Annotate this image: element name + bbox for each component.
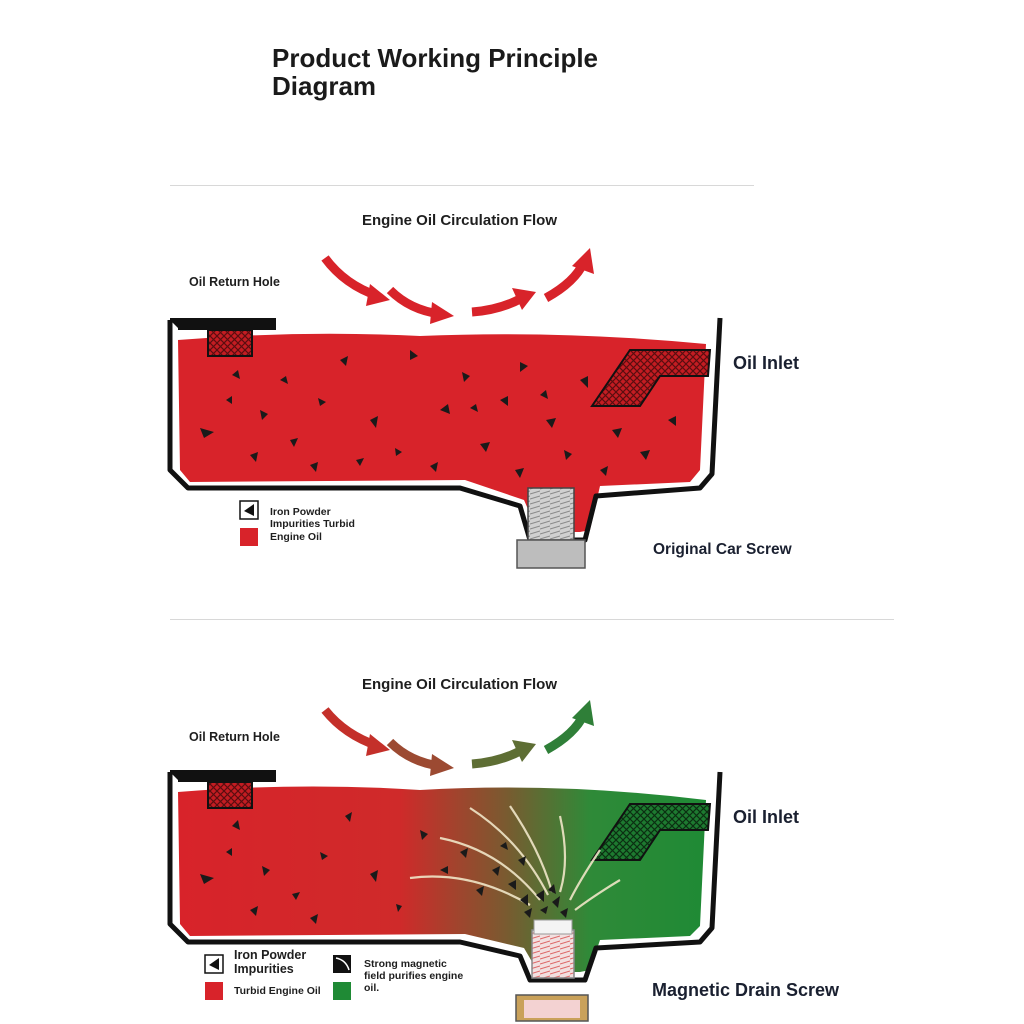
top-oil-fill — [178, 333, 706, 532]
bottom-screw-magnet — [533, 919, 573, 935]
top-screw-thread — [527, 487, 575, 541]
magnetic-field-lines — [409, 805, 621, 911]
flow-arrow-1-head — [366, 284, 390, 306]
bottom-legend-icons — [204, 954, 351, 1000]
top-iron-particles — [200, 350, 676, 478]
bottom-legend-clean-swatch — [333, 982, 351, 1000]
top-divider — [170, 185, 754, 186]
top-return-hole-label: Oil Return Hole — [189, 275, 280, 289]
bottom-oil-fill — [178, 786, 706, 972]
flow-arrow-3 — [471, 294, 525, 317]
top-oil-inlet — [590, 349, 712, 407]
top-return-hole — [207, 329, 253, 357]
page-title: Product Working Principle Diagram — [272, 43, 599, 101]
top-pan-top-edge — [170, 318, 276, 330]
bottom-legend-turbid-swatch — [205, 982, 223, 1000]
bottom-oil-inlet — [590, 803, 712, 861]
bottom-iron-particles — [200, 812, 568, 924]
top-flow-label: Engine Oil Circulation Flow — [362, 212, 558, 229]
bottom-flow-label: Engine Oil Circulation Flow — [362, 676, 558, 693]
bottom-screw-thread — [531, 929, 575, 979]
flow-arrow-3-head — [512, 288, 536, 310]
top-oil-pan — [167, 317, 723, 569]
bottom-flow-arrow-1-head — [366, 734, 390, 756]
top-screw-head — [516, 539, 586, 569]
bottom-legend-magnetic-label: Strong magnetic field purifies engine oi… — [364, 958, 464, 994]
bottom-flow-arrow-3 — [471, 746, 525, 769]
bottom-legend-turbid-label: Turbid Engine Oil — [234, 985, 321, 997]
top-screw-label: Original Car Screw — [653, 541, 792, 558]
bottom-return-hole — [207, 781, 253, 809]
middle-divider — [170, 619, 894, 620]
bottom-pan-outline — [167, 771, 723, 983]
top-legend-iron-icon — [244, 504, 254, 516]
top-legend-iron-label: Iron Powder Impurities Turbid — [270, 506, 355, 530]
bottom-legend-magnetic-box — [333, 955, 351, 973]
bottom-oil-inlet-label: Oil Inlet — [733, 807, 800, 827]
bottom-return-hole-label: Oil Return Hole — [189, 730, 280, 744]
bottom-legend-magnetic-icon — [335, 957, 350, 971]
bottom-oil-pan — [167, 770, 723, 1022]
flow-arrow-2-head — [430, 302, 454, 324]
bottom-flow-arrows — [321, 700, 594, 776]
flow-arrow-4-head — [572, 248, 594, 274]
bottom-flow-arrow-4-head — [572, 700, 594, 726]
top-legend-oil-label: Engine Oil — [270, 531, 322, 543]
top-flow-arrows — [321, 248, 594, 324]
bottom-screw-label: Magnetic Drain Screw — [652, 980, 840, 1000]
bottom-flow-arrow-2-head — [430, 754, 454, 776]
top-legend-oil-swatch — [240, 528, 258, 546]
bottom-pan-top-edge — [170, 770, 276, 782]
top-oil-inlet-label: Oil Inlet — [733, 353, 800, 373]
bottom-flow-arrow-3-head — [512, 740, 536, 762]
bottom-legend-iron-icon — [209, 958, 219, 970]
bottom-screw-head-inner — [524, 1000, 580, 1018]
top-legend-icons — [239, 500, 259, 546]
bottom-legend-iron-label: Iron Powder Impurities — [234, 948, 307, 976]
